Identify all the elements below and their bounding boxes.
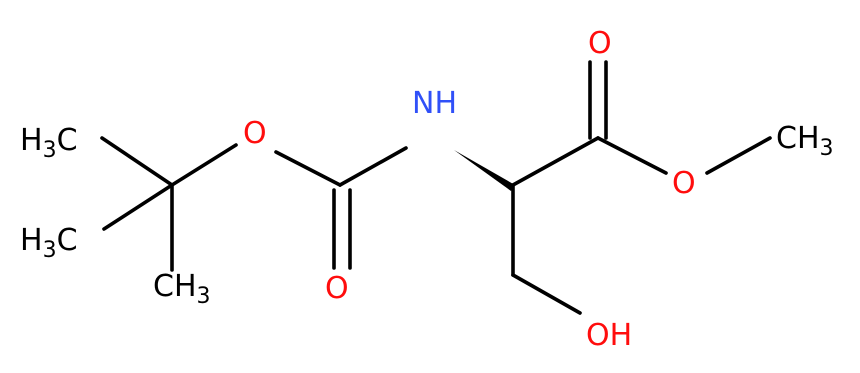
atom-o-carbonyl-boc: O [325, 271, 349, 306]
atom-h3c-mid: H3C [20, 223, 78, 263]
bond-calpha-cester [511, 136, 600, 187]
atom-ch3-bottom: CH3 [153, 269, 211, 309]
bond-o-carbamate-c [274, 150, 342, 187]
atom-o-ester: O [672, 166, 696, 201]
bond-tbu-ch3-top [100, 136, 174, 187]
atom-oh: OH [586, 318, 632, 353]
atom-nh: NH [412, 86, 457, 121]
atom-o-ether-boc: O [243, 116, 267, 151]
atom-o-carbonyl-ester: O [588, 26, 612, 61]
atom-ch3-ester: CH3 [776, 121, 834, 161]
bond-cbeta-oh [511, 273, 582, 315]
bond-carbamate-c-n [338, 146, 408, 187]
bond-tbu-ch3-mid [102, 183, 174, 231]
bond-cester-o [596, 136, 668, 175]
bond-n-calpha-wedge [454, 150, 515, 191]
bond-o-methyl [705, 136, 772, 175]
atom-h3c-top: H3C [20, 123, 78, 163]
bond-tbu-o [170, 143, 238, 187]
